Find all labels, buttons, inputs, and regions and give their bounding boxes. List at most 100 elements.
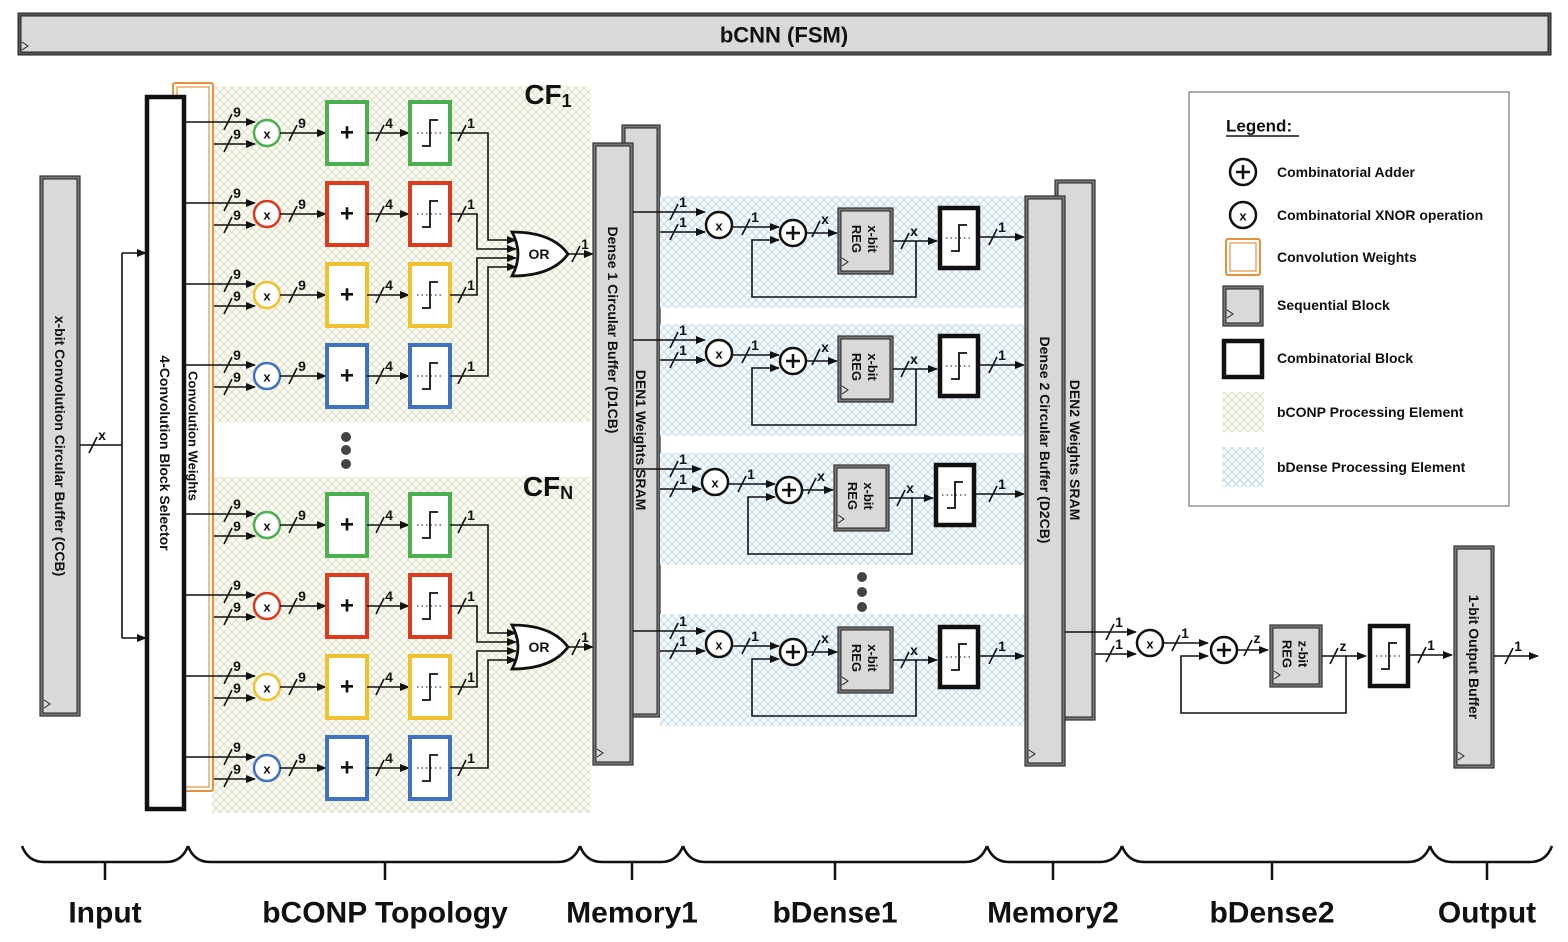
conv-adder-block bbox=[325, 181, 369, 247]
bus-width-label: 1 bbox=[1514, 638, 1522, 654]
step-function-icon bbox=[422, 362, 438, 390]
x-bit-register-inner bbox=[840, 338, 891, 400]
bus-width-label: x bbox=[910, 223, 918, 239]
bus-width-slash bbox=[223, 505, 233, 523]
x-bit-register-inner bbox=[840, 629, 891, 691]
bus-width-label: 9 bbox=[298, 750, 306, 766]
bus-width-slash bbox=[288, 367, 298, 385]
xnor-symbol: x bbox=[263, 600, 271, 615]
clock-edge-icon bbox=[1226, 309, 1234, 319]
bus-width-slash bbox=[457, 759, 467, 777]
conv-weights-icon-inner bbox=[1229, 242, 1257, 272]
bus-width-slash bbox=[807, 477, 817, 495]
adder-symbol: + bbox=[340, 512, 354, 539]
bus-width-slash bbox=[223, 667, 233, 685]
bus-width-label: 1 bbox=[679, 451, 687, 467]
clock-edge-icon bbox=[1273, 670, 1281, 680]
adder-symbol: + bbox=[340, 120, 354, 147]
bus-width-label: 4 bbox=[385, 277, 393, 293]
legend-item-label: Convolution Weights bbox=[1277, 249, 1417, 265]
fsm-bar-inner bbox=[20, 15, 1549, 53]
bus-width-slash bbox=[223, 586, 233, 604]
plus-glyph bbox=[786, 645, 800, 659]
conv-adder-block bbox=[325, 100, 369, 166]
x-bit-register-label-1: x-bit bbox=[865, 644, 880, 672]
bus-width-slash bbox=[223, 748, 233, 766]
bus-width-slash bbox=[1243, 639, 1253, 657]
x-bit-register bbox=[833, 464, 890, 532]
bus-width-slash bbox=[88, 436, 98, 454]
bus-width-slash bbox=[811, 220, 821, 238]
bus-width-slash bbox=[223, 356, 233, 374]
accumulator-feedback-wire bbox=[751, 655, 917, 717]
step-function-icon bbox=[1381, 642, 1397, 670]
conv-weights-label: Convolution Weights bbox=[186, 371, 201, 501]
bus-width-label: 1 bbox=[679, 342, 687, 358]
dense-xnor-icon bbox=[700, 467, 730, 497]
bus-width-slash bbox=[223, 608, 233, 626]
bus-width-slash bbox=[896, 489, 906, 507]
bus-width-label: 4 bbox=[385, 196, 393, 212]
step-function-icon bbox=[422, 200, 438, 228]
bus-width-label: 9 bbox=[233, 347, 241, 363]
or-gate-label: OR bbox=[529, 246, 550, 262]
bus-width-slash bbox=[669, 642, 679, 660]
bus-width-label: x bbox=[817, 468, 825, 484]
legend-item-label: bDense Processing Element bbox=[1277, 459, 1466, 475]
bus-width-label: 1 bbox=[998, 219, 1006, 235]
bus-width-label: 4 bbox=[385, 115, 393, 131]
z-bit-register-label-1: z-bit bbox=[1296, 641, 1311, 668]
bus-width-slash bbox=[223, 113, 233, 131]
legend-item-label: Sequential Block bbox=[1277, 297, 1390, 313]
plus-glyph bbox=[786, 354, 800, 368]
bus-width-slash bbox=[741, 346, 751, 364]
threshold-to-or-wire bbox=[450, 263, 517, 377]
bus-width-slash bbox=[811, 639, 821, 657]
bus-width-label: 1 bbox=[751, 337, 759, 353]
bus-width-label: 9 bbox=[233, 761, 241, 777]
bus-width-slash bbox=[1171, 634, 1181, 652]
stage-label-bdense2: bDense2 bbox=[1209, 897, 1334, 930]
bus-width-label: 9 bbox=[233, 577, 241, 593]
bus-width-label: 9 bbox=[233, 680, 241, 696]
adder-symbol: + bbox=[340, 593, 354, 620]
bus-width-label: 1 bbox=[679, 322, 687, 338]
stage-label-bdense1: bDense1 bbox=[772, 897, 897, 930]
bus-width-label: z bbox=[1254, 630, 1261, 646]
adder-symbol: + bbox=[340, 282, 354, 309]
bus-width-slash bbox=[737, 475, 747, 493]
bus-width-label: 1 bbox=[1115, 614, 1123, 630]
bus-width-slash bbox=[669, 460, 679, 478]
bus-width-label: 9 bbox=[233, 518, 241, 534]
bus-width-slash bbox=[375, 367, 385, 385]
xnor-symbol: x bbox=[263, 289, 271, 304]
threshold-to-or-wire bbox=[450, 254, 517, 296]
bus-width-label: 1 bbox=[679, 471, 687, 487]
ellipsis-dot bbox=[341, 432, 351, 442]
bus-width-slash bbox=[669, 331, 679, 349]
bconp-pe-icon bbox=[1222, 392, 1264, 432]
bus-width-label: 1 bbox=[467, 507, 475, 523]
bus-width-slash bbox=[669, 351, 679, 369]
ellipsis-dot bbox=[857, 602, 867, 612]
bus-width-slash bbox=[988, 647, 998, 665]
ccb-buffer-label: x-bit Convolution Circular Buffer (CCB) bbox=[52, 316, 68, 577]
stage-label-memory2: Memory2 bbox=[987, 897, 1119, 930]
clock-edge-icon bbox=[841, 385, 849, 395]
bus-width-slash bbox=[288, 597, 298, 615]
bus-width-label: 9 bbox=[298, 588, 306, 604]
x-bit-register-inner bbox=[836, 467, 887, 529]
bus-width-label: 1 bbox=[467, 358, 475, 374]
bus-width-label: 4 bbox=[385, 358, 393, 374]
bus-width-label: 9 bbox=[298, 196, 306, 212]
accumulator-feedback-wire bbox=[751, 364, 917, 426]
bus-width-label: x bbox=[821, 630, 829, 646]
ccb-buffer-inner bbox=[42, 178, 78, 714]
threshold-to-or-wire bbox=[450, 605, 517, 646]
accumulator-feedback-wire bbox=[751, 236, 917, 298]
bus-width-label: 1 bbox=[467, 669, 475, 685]
bus-width-label: 1 bbox=[581, 236, 589, 252]
threshold-to-or-wire bbox=[450, 647, 517, 688]
